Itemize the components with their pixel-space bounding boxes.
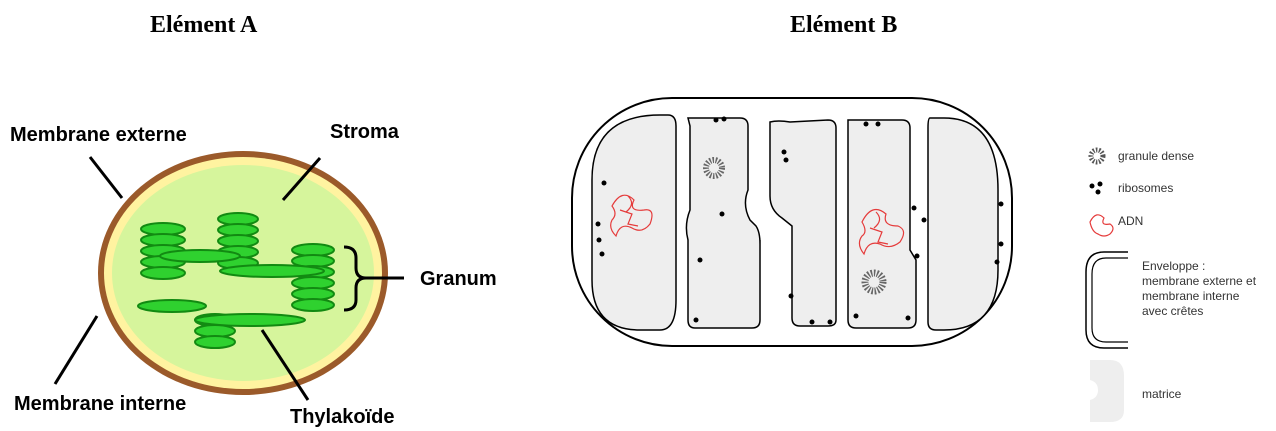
label-outer-membrane: Membrane externe <box>10 124 187 146</box>
label-inner-membrane: Membrane interne <box>14 393 186 415</box>
legend-envelope-line-3: membrane interne <box>1142 289 1240 303</box>
matrix-compartments <box>592 115 998 330</box>
legend-ribosomes: ribosomes <box>1118 181 1173 195</box>
legend-dense-granule: granule dense <box>1118 149 1194 163</box>
legend-granule-swatch <box>1091 150 1103 162</box>
legend: granule dense ribosomes ADN Enveloppe : … <box>1086 149 1259 422</box>
legend-matrix-swatch <box>1090 360 1124 422</box>
label-granum: Granum <box>420 268 497 290</box>
legend-envelope-line-1: Enveloppe : <box>1142 259 1205 273</box>
legend-dna: ADN <box>1118 214 1143 228</box>
chloroplast-diagram: Membrane externe Stroma Granum Membrane … <box>10 121 497 428</box>
label-thylakoid: Thylakoïde <box>290 406 394 428</box>
label-stroma: Stroma <box>330 121 400 143</box>
legend-envelope-line-4: avec crêtes <box>1142 304 1203 318</box>
legend-matrix: matrice <box>1142 387 1182 401</box>
legend-dna-swatch <box>1090 215 1113 236</box>
legend-envelope: Enveloppe : membrane externe et membrane… <box>1142 259 1259 318</box>
mitochondrion-diagram: granule dense ribosomes ADN Enveloppe : … <box>572 98 1259 422</box>
legend-envelope-line-2: membrane externe et <box>1142 274 1257 288</box>
legend-ribosome-swatch <box>1090 182 1103 195</box>
